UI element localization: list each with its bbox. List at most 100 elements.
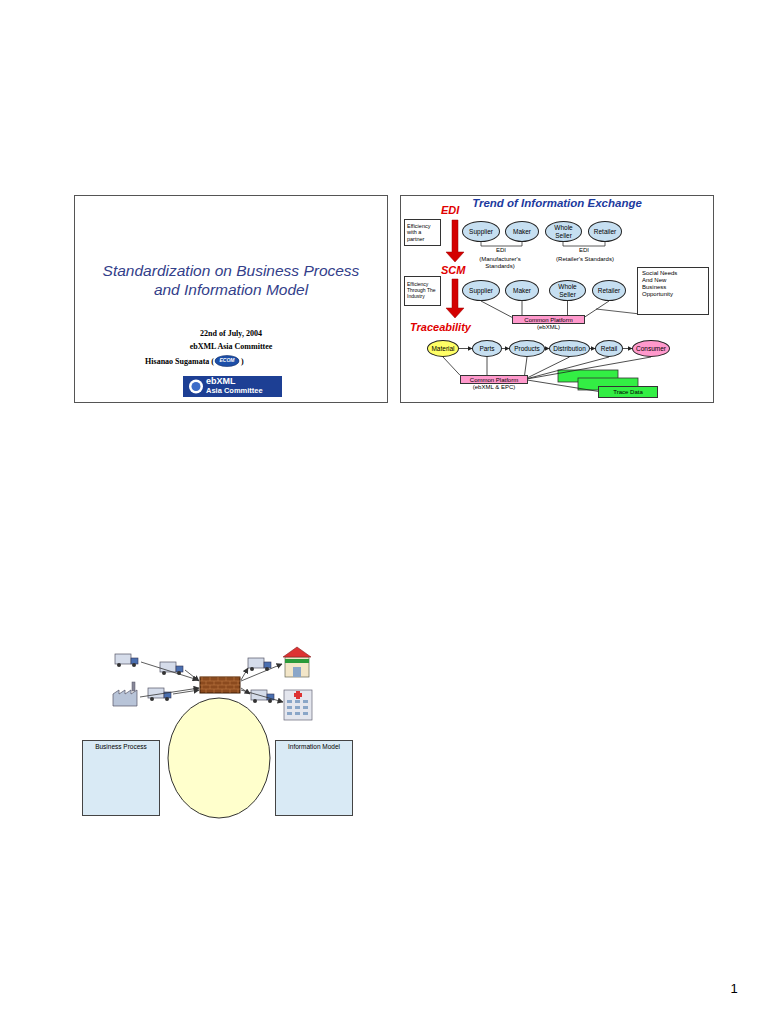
node-text: Retailer	[594, 228, 616, 235]
logo-text: ECOM	[213, 358, 241, 364]
trace-data-box: Trace Data	[598, 386, 658, 398]
truck-body	[115, 654, 131, 664]
truck-wheel	[117, 663, 121, 667]
store-awning	[285, 659, 309, 663]
committee-badge	[183, 376, 282, 397]
building-cross	[294, 693, 302, 697]
truck-icon	[115, 654, 138, 667]
chain-oval: Distribution	[549, 340, 590, 357]
heading-text: Standardization on Business Process and …	[89, 262, 373, 299]
truck-wheel	[150, 697, 154, 701]
node-text: Retailer	[598, 287, 620, 294]
heading-text: Hisanao Sugamata (	[145, 357, 214, 366]
party-oval: Maker	[505, 280, 539, 301]
node-text: Maker	[513, 287, 531, 294]
chain-oval: Consumer	[632, 340, 670, 357]
node-text: Business Process	[95, 743, 147, 750]
brick-joint	[218, 677, 219, 681]
party-oval: Maker	[505, 221, 539, 242]
store-building	[285, 657, 309, 677]
party-oval: Supplier	[462, 221, 500, 242]
truck-wheel	[253, 699, 257, 703]
brick-hub	[200, 677, 240, 693]
logo-text: ebXML	[206, 376, 280, 386]
brick-joint	[202, 677, 203, 681]
node-text: Consumer	[636, 345, 666, 352]
node-text: Common Platform	[524, 317, 572, 323]
building-window	[303, 712, 308, 715]
node-text: Information Model	[288, 743, 340, 750]
connector-line	[623, 348, 632, 349]
brick-joint	[238, 681, 239, 685]
node-text: Distribution	[553, 345, 586, 352]
brick-joint	[206, 681, 207, 685]
node-text: Efficiency with a partner	[407, 223, 438, 242]
connector-line	[522, 301, 523, 315]
building-window	[287, 706, 292, 709]
flow-arrow	[241, 690, 283, 702]
brick-joint	[230, 689, 231, 693]
flow-arrow	[141, 662, 198, 680]
callout-box: Social Needs And New Business Opportunit…	[637, 267, 709, 315]
edi-bracket	[481, 242, 522, 246]
party-oval: Whole Seller	[549, 280, 586, 301]
heading-text: ebXML Asia Committee	[85, 342, 377, 351]
node-text: Supplier	[469, 287, 493, 294]
label-text: (Manufacturer's Standards)	[466, 256, 534, 270]
node-text: Retail	[601, 345, 618, 352]
truck-wheel	[132, 663, 136, 667]
connector-line	[528, 357, 570, 378]
truck-wheel	[268, 699, 272, 703]
truck-icon	[148, 688, 171, 701]
truck-icon	[160, 662, 183, 675]
topic-box: Business Process	[82, 740, 160, 816]
node-text: Social Needs And New Business Opportunit…	[642, 270, 682, 298]
badge-emblem	[189, 380, 203, 394]
brick-joint	[214, 689, 215, 693]
connector-line	[459, 348, 472, 349]
label-text: SCM	[441, 264, 475, 277]
building-window	[295, 700, 300, 703]
connector-line	[585, 301, 609, 317]
node-text: Material	[431, 345, 454, 352]
brick-joint	[222, 689, 223, 693]
slide-frame: Trend of Information ExchangeEfficiency …	[400, 195, 714, 403]
chain-oval: Material	[427, 340, 459, 357]
heading-text: (ebXML)	[493, 324, 604, 330]
node-text: Whole Seller	[548, 224, 579, 239]
callout-pointer	[596, 309, 640, 314]
store-icon	[283, 647, 311, 677]
truck-body	[148, 688, 164, 698]
truck-wheel	[165, 697, 169, 701]
brick-joint	[202, 685, 203, 689]
factory-chimney	[132, 682, 135, 691]
brick-joint	[206, 689, 207, 693]
topic-box: Information Model	[275, 740, 353, 816]
truck-body	[248, 658, 264, 668]
connector-line	[443, 357, 460, 375]
brick-joint	[234, 685, 235, 689]
chain-oval: Retail	[595, 340, 623, 357]
flow-arrow	[241, 664, 282, 681]
slide-frame: Standardization on Business Process and …	[74, 195, 388, 403]
brick-joint	[214, 681, 215, 685]
truck-icon	[248, 658, 271, 671]
store-roof	[283, 647, 311, 657]
connector-line	[487, 357, 488, 375]
truck-wheel	[162, 671, 166, 675]
building-window	[287, 712, 292, 715]
edi-bracket	[563, 242, 605, 246]
node-text: Common Platform	[470, 377, 518, 383]
red-trend-arrow	[446, 220, 464, 262]
truck-wheel	[250, 667, 254, 671]
label-text: EDI	[569, 247, 599, 254]
store-door	[293, 667, 301, 677]
flow-arrow	[173, 690, 199, 694]
connector-line	[528, 357, 609, 378]
brick-joint	[210, 685, 211, 689]
party-oval: Supplier	[462, 280, 500, 301]
factory-building	[113, 690, 137, 706]
party-oval: Whole Seller	[545, 221, 582, 242]
note-box: Efficiency Through The Industry	[404, 276, 441, 306]
building-window	[303, 700, 308, 703]
